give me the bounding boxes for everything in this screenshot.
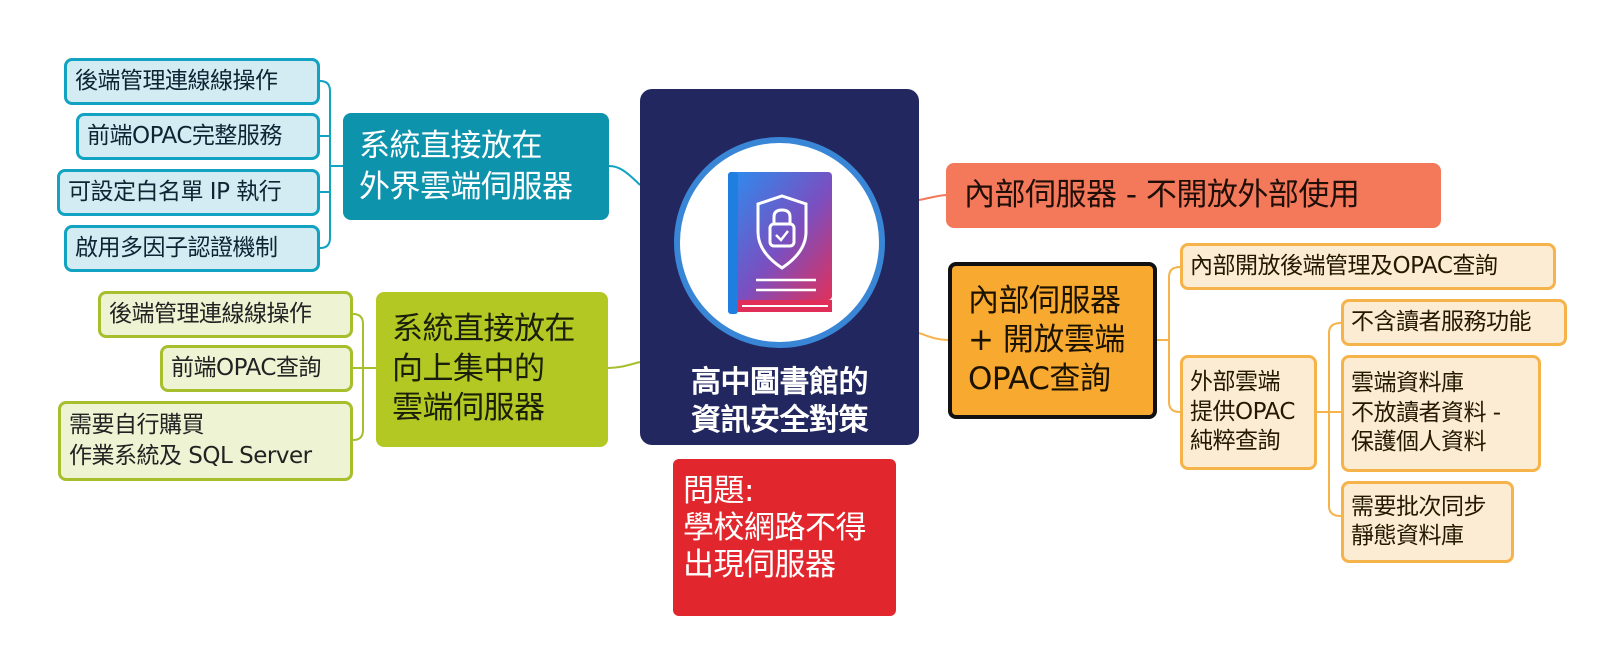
teal-item-ip-whitelist[interactable]: 可設定白名單 IP 執行 (57, 169, 320, 216)
connector-amber-bracket (1157, 266, 1181, 413)
green-item-opac-query[interactable]: 前端OPAC查詢 (160, 345, 353, 392)
problem-callout[interactable]: 問題: 學校網路不得 出現伺服器 (673, 459, 896, 616)
central-topic-title: 高中圖書館的 資訊安全對策 (691, 365, 869, 438)
teal-item-backend-ops[interactable]: 後端管理連線線操作 (64, 58, 320, 105)
connector-green-bracket (352, 313, 376, 441)
amber-item-internal-backend-opac[interactable]: 內部開放後端管理及OPAC查詢 (1180, 243, 1556, 290)
branch-internal-server[interactable]: 內部伺服器 - 不開放外部使用 (946, 163, 1441, 228)
branch-central-cloud[interactable]: 系統直接放在 向上集中的 雲端伺服器 (376, 292, 608, 447)
teal-item-mfa[interactable]: 啟用多因子認證機制 (64, 225, 320, 272)
connector-amber-main (918, 332, 949, 341)
amber-sub-no-reader-data[interactable]: 雲端資料庫 不放讀者資料 - 保護個人資料 (1341, 355, 1541, 472)
amber-sub-batch-sync[interactable]: 需要批次同步 靜態資料庫 (1341, 481, 1514, 563)
connector-teal-main (608, 165, 641, 186)
green-item-os-sql[interactable]: 需要自行購買 作業系統及 SQL Server (58, 401, 353, 481)
connector-orange-main (918, 194, 947, 201)
amber-sub-no-reader-service[interactable]: 不含讀者服務功能 (1341, 299, 1567, 346)
book-shield-lock-icon (727, 171, 832, 314)
amber-item-external-cloud-opac[interactable]: 外部雲端 提供OPAC 純粹查詢 (1180, 355, 1317, 470)
connector-amber-sub-bracket (1317, 322, 1342, 517)
connector-teal-bracket (319, 80, 343, 249)
center-icon-circle (674, 137, 885, 348)
green-item-backend-ops[interactable]: 後端管理連線線操作 (98, 291, 353, 338)
branch-external-cloud[interactable]: 系統直接放在 外界雲端伺服器 (343, 113, 609, 220)
branch-internal-plus-cloud-opac[interactable]: 內部伺服器 + 開放雲端 OPAC查詢 (948, 262, 1157, 419)
teal-item-opac-full[interactable]: 前端OPAC完整服務 (76, 113, 320, 160)
central-topic[interactable]: 高中圖書館的 資訊安全對策 (640, 89, 919, 445)
connector-green-main (607, 361, 641, 369)
